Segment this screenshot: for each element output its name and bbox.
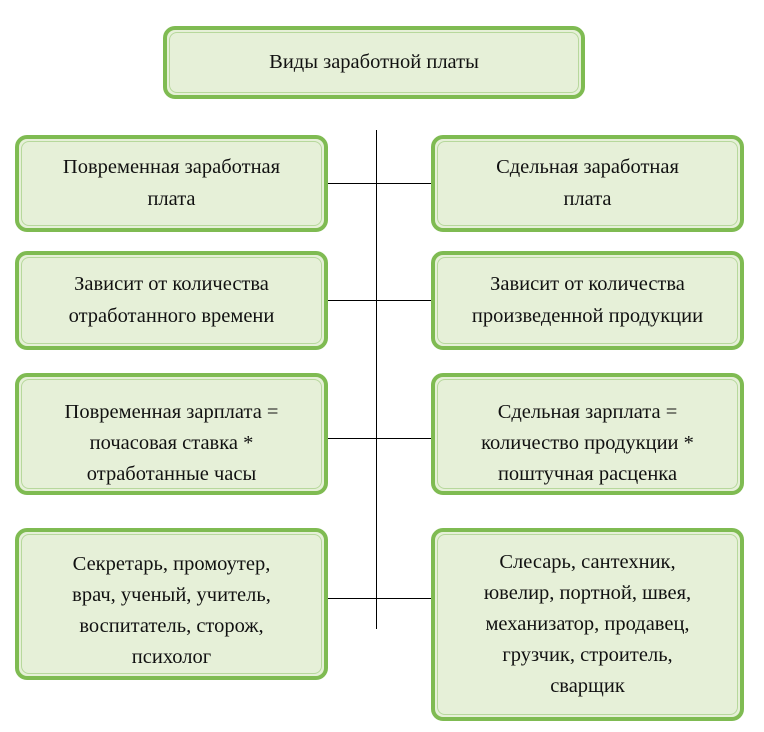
time-wage-text: Повременная заработная плата (62, 156, 281, 210)
connector-row-1 (327, 183, 433, 184)
center-vertical-line (376, 130, 377, 629)
piece-wage-formula-text: Сдельная зарплата = количество продукции… (481, 401, 694, 486)
time-wage-professions-text: Секретарь, промоутер, врач, ученый, учит… (72, 553, 271, 669)
time-wage-formula-text: Повременная зарплата = почасовая ставка … (64, 401, 279, 486)
piece-wage-dependency-text: Зависит от количества произведенной прод… (471, 273, 704, 327)
time-wage-dependency-text: Зависит от количества отработанного врем… (68, 273, 275, 327)
title-text: Виды заработной платы (269, 50, 479, 73)
time-wage-professions-box: Секретарь, промоутер, врач, ученый, учит… (15, 528, 328, 680)
piece-wage-formula-box: Сдельная зарплата = количество продукции… (431, 373, 744, 495)
time-wage-formula-box: Повременная зарплата = почасовая ставка … (15, 373, 328, 495)
connector-row-4 (327, 598, 433, 599)
time-wage-dependency-box: Зависит от количества отработанного врем… (15, 251, 328, 350)
piece-wage-professions-text: Слесарь, сантехник, ювелир, портной, шве… (483, 550, 692, 698)
time-wage-box: Повременная заработная плата (15, 135, 328, 232)
piece-wage-dependency-box: Зависит от количества произведенной прод… (431, 251, 744, 350)
piece-wage-box: Сдельная заработная плата (431, 135, 744, 232)
connector-row-3 (327, 438, 433, 439)
title-box: Виды заработной платы (163, 26, 585, 99)
piece-wage-professions-box: Слесарь, сантехник, ювелир, портной, шве… (431, 528, 744, 721)
connector-row-2 (327, 300, 433, 301)
piece-wage-text: Сдельная заработная плата (496, 156, 679, 210)
